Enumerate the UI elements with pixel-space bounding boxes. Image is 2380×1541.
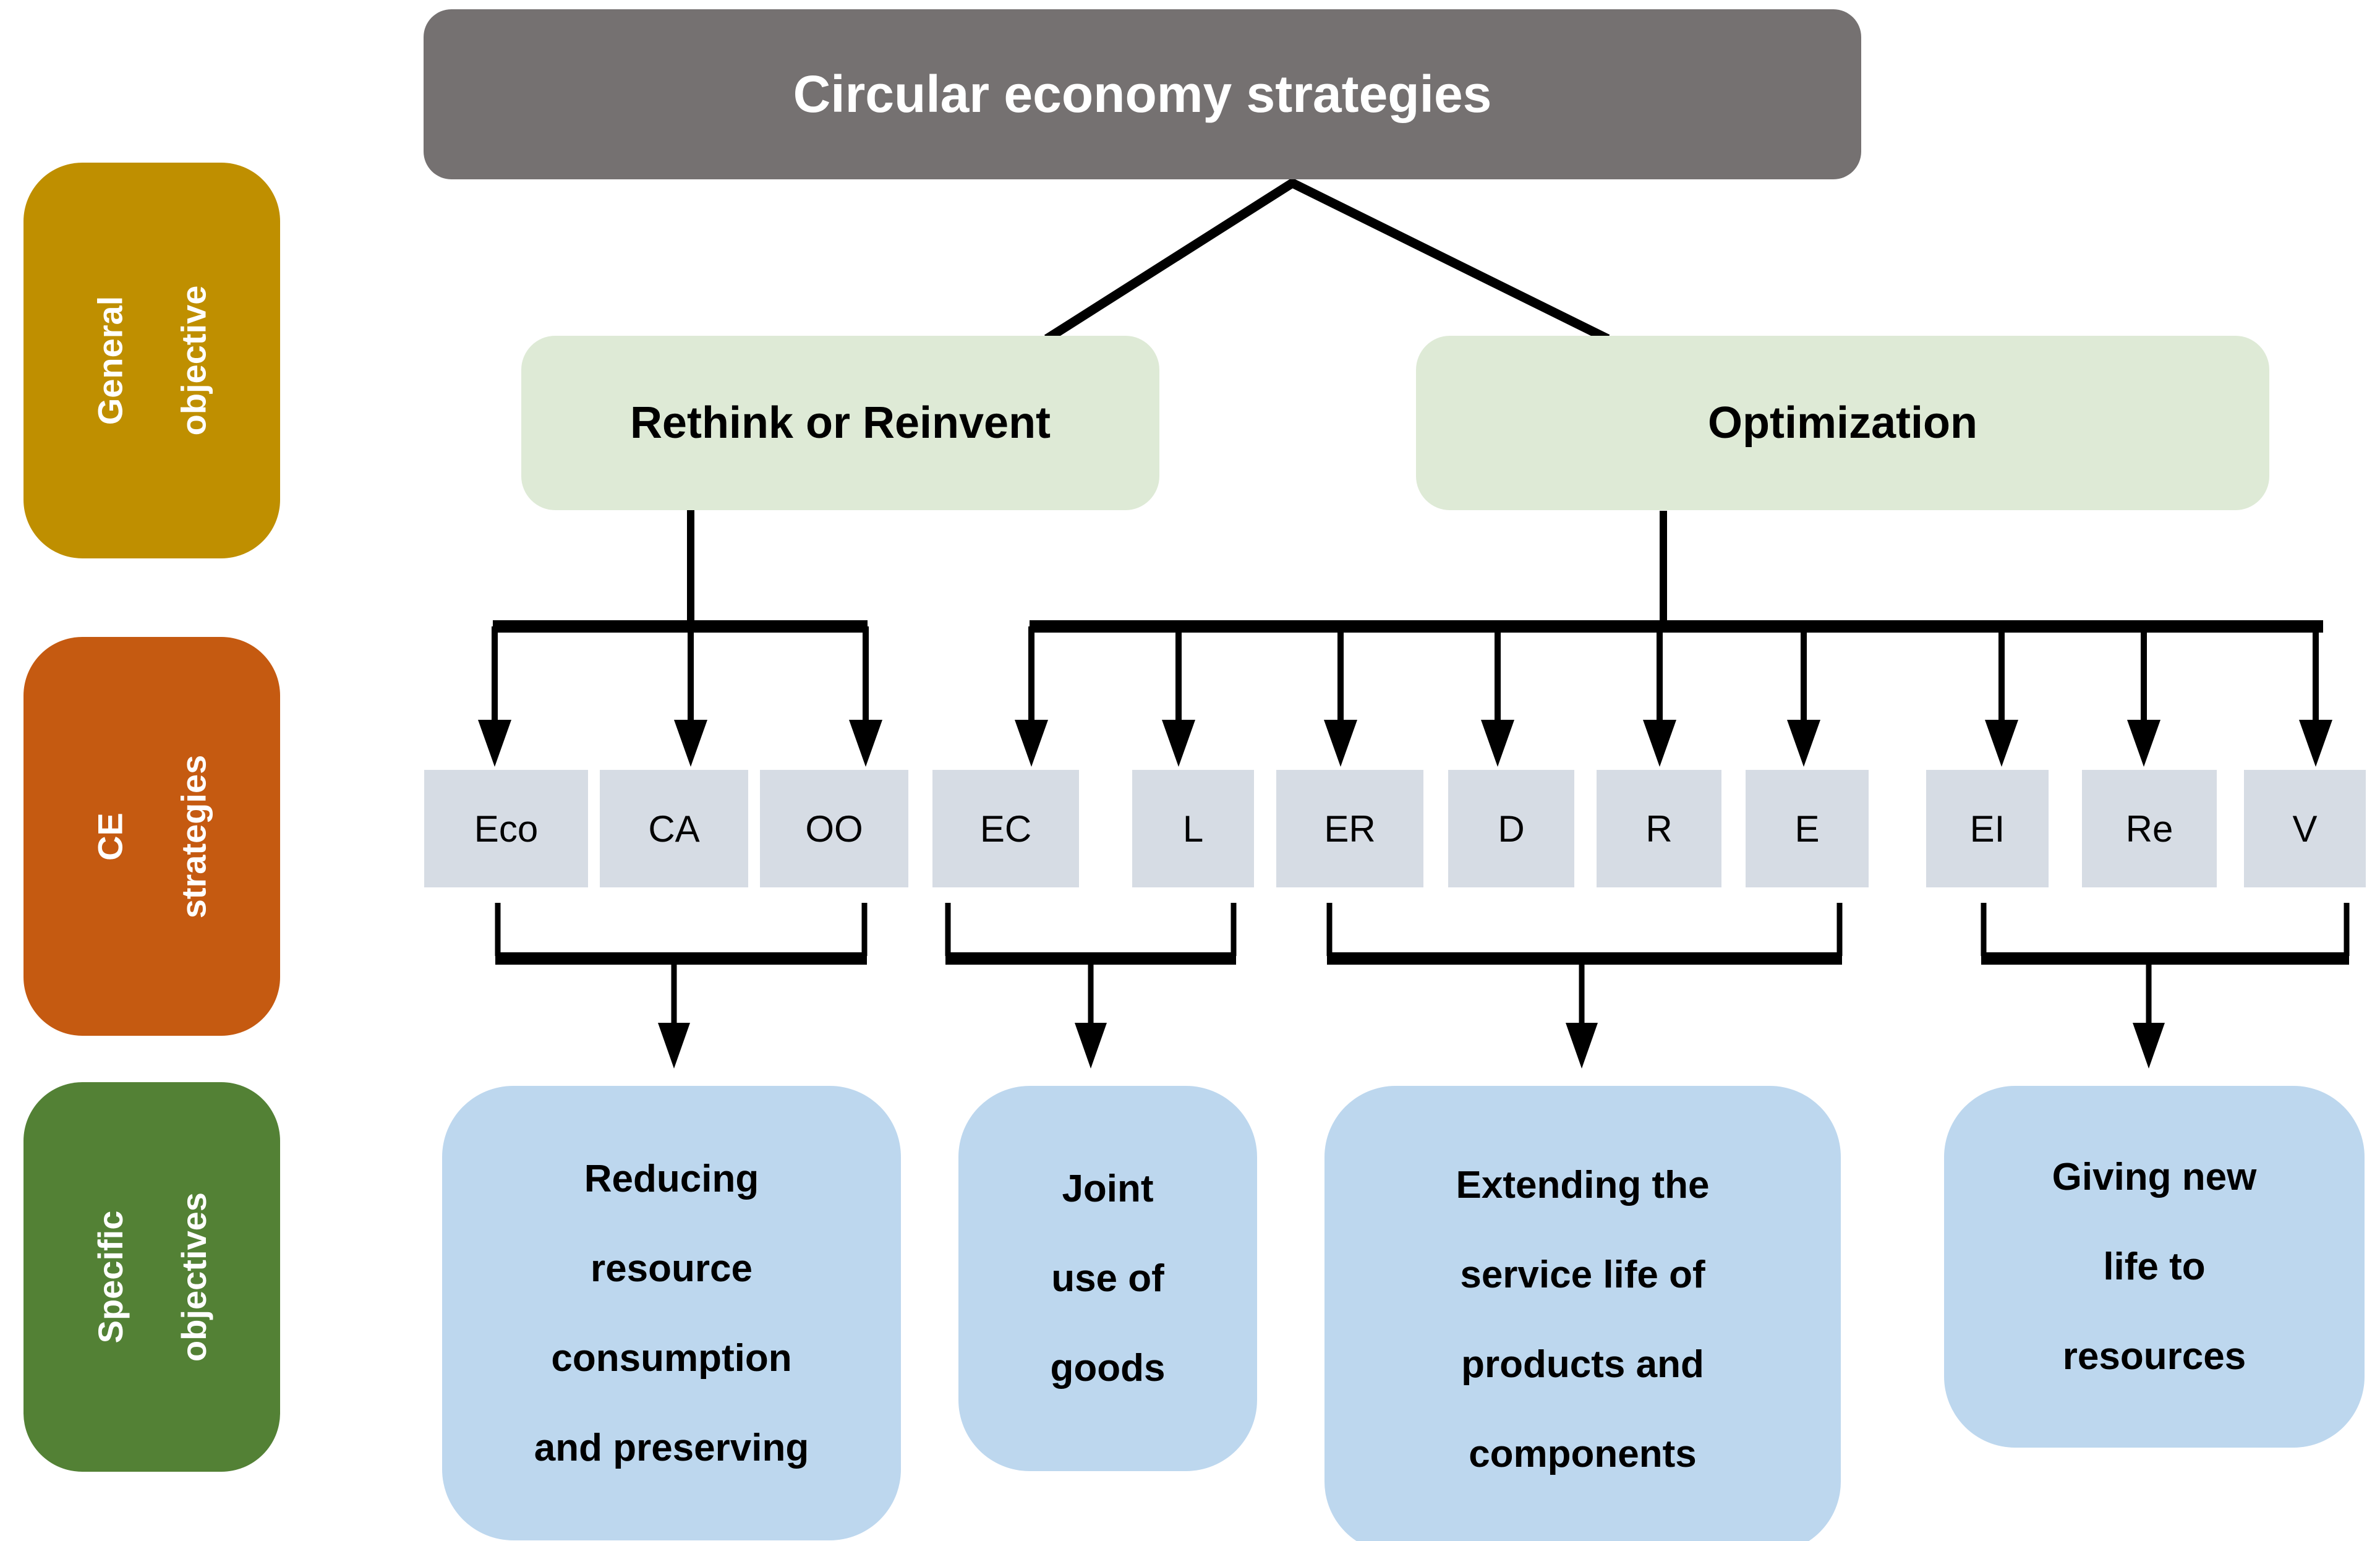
node-optimization: Optimization [1416, 336, 2269, 510]
connector-optimization-branch [1015, 511, 2332, 767]
node-objective-extending-service-life: Extending the service life of products a… [1324, 1086, 1841, 1541]
bracket-group-4 [1981, 903, 2350, 1069]
node-strategy-d: D [1448, 770, 1574, 887]
node-objective-giving-new-life: Giving new life to resources [1944, 1086, 2365, 1448]
title-text: Circular economy strategies [793, 65, 1492, 123]
node-strategy-v: V [2244, 770, 2366, 887]
connector-rethink-branch [478, 508, 882, 767]
side-label-specific-objectives: Specific objectives [23, 1082, 280, 1472]
node-strategy-ec: EC [932, 770, 1079, 887]
connector-title-split [1044, 177, 1610, 343]
side-label-specific-objectives-text: Specific objectives [90, 1192, 213, 1362]
side-label-ce-strategies: CE strategies [23, 637, 280, 1036]
node-objective-joint-use-of-goods: Joint use of goods [958, 1086, 1257, 1471]
node-strategy-ca: CA [600, 770, 748, 887]
bracket-group-1 [495, 903, 868, 1069]
side-label-ce-strategies-text: CE strategies [90, 754, 213, 918]
node-strategy-ei: EI [1926, 770, 2049, 887]
title-box: Circular economy strategies [424, 9, 1861, 179]
bracket-group-2 [945, 903, 1237, 1069]
side-label-general-objective: General objective [23, 163, 280, 558]
node-rethink-or-reinvent: Rethink or Reinvent [521, 336, 1159, 510]
bracket-group-3 [1326, 903, 1843, 1069]
node-objective-reducing-resource-consumption: Reducing resource consumption and preser… [442, 1086, 901, 1540]
node-strategy-er: ER [1276, 770, 1423, 887]
node-strategy-re: Re [2082, 770, 2217, 887]
node-strategy-oo: OO [760, 770, 908, 887]
node-strategy-eco: Eco [424, 770, 588, 887]
node-strategy-e: E [1746, 770, 1869, 887]
node-strategy-r: R [1597, 770, 1721, 887]
node-strategy-l: L [1132, 770, 1254, 887]
side-label-general-objective-text: General objective [90, 285, 213, 436]
